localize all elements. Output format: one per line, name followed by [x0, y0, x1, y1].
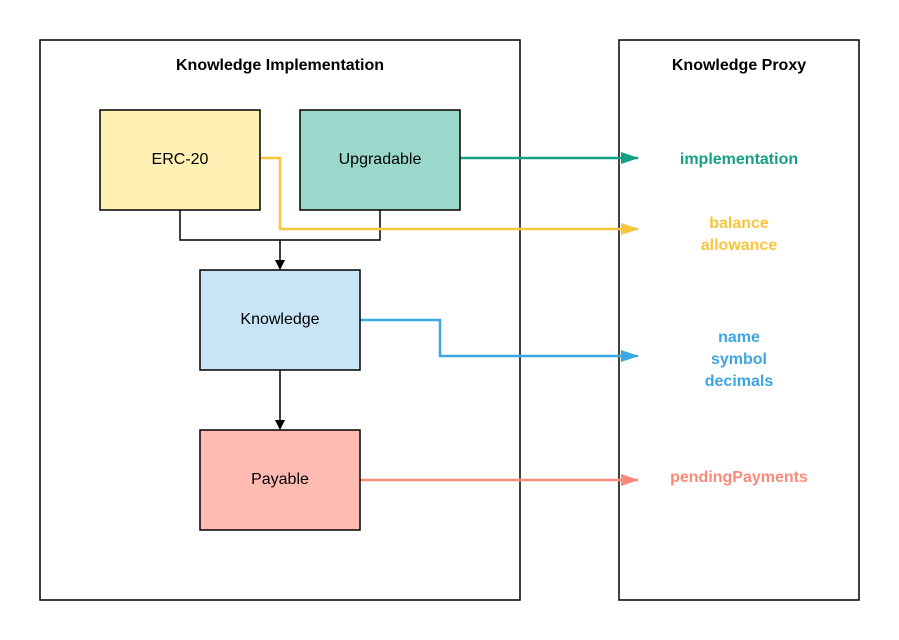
- erc20-box: ERC-20: [99, 109, 261, 211]
- erc20-storage-arrow: [260, 156, 639, 235]
- proxy-field-balance: balance: [709, 215, 769, 232]
- erc20-to-knowledge-connector: [179, 210, 280, 241]
- proxy-field-name: name: [718, 329, 760, 346]
- proxy-panel: [618, 39, 860, 601]
- upgradable-box-shape: [299, 109, 461, 211]
- proxy-panel-title: Knowledge Proxy: [672, 57, 806, 74]
- upgradable-to-knowledge-connector: [280, 210, 381, 241]
- proxy-field-allowance: allowance: [701, 237, 778, 254]
- proxy-field-implementation: implementation: [680, 151, 798, 168]
- proxy-field-decimals: decimals: [705, 373, 774, 390]
- knowledge-box-shape: [199, 269, 361, 371]
- payable-box-shape: [199, 429, 361, 531]
- knowledge-label: Knowledge: [240, 311, 319, 328]
- erc20-label: ERC-20: [152, 151, 209, 168]
- payable-label: Payable: [251, 471, 309, 488]
- upgradable-box: Upgradable: [299, 109, 461, 211]
- upgradable-label: Upgradable: [339, 151, 422, 168]
- erc20-box-shape: [99, 109, 261, 211]
- knowledge-storage-arrow: [360, 318, 639, 362]
- proxy-field-symbol: symbol: [711, 351, 767, 368]
- proxy-field-pending-payments: pendingPayments: [670, 469, 808, 486]
- implementation-panel-title: Knowledge Implementation: [176, 57, 384, 74]
- payable-box: Payable: [199, 429, 361, 531]
- knowledge-box: Knowledge: [199, 269, 361, 371]
